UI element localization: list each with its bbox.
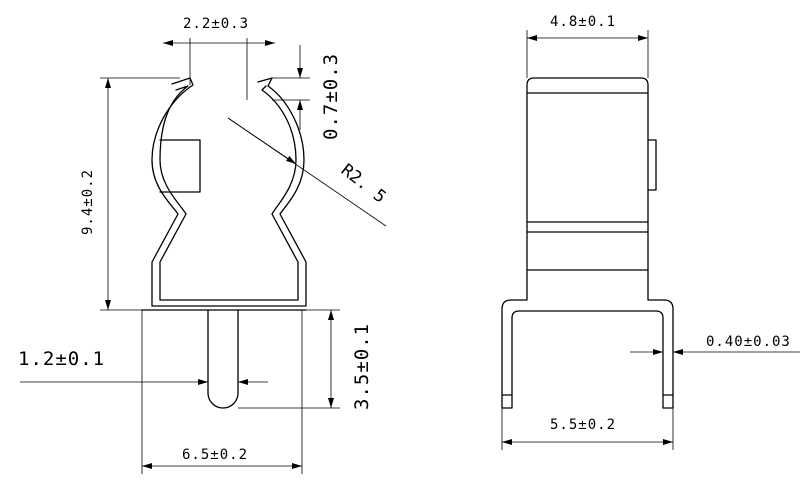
dim-base-width-label: 6.5±0.2: [182, 447, 248, 463]
dim-top-gap-label: 2.2±0.3: [183, 16, 249, 32]
dim-tab-height-label: 0.7±0.3: [320, 53, 342, 140]
pin: [207, 309, 239, 409]
clip-inner-contour: [159, 85, 299, 301]
dim-pin-length-label: 3.5±0.1: [351, 323, 373, 410]
side-body-upper: [526, 77, 649, 271]
side-leg-frame: [501, 269, 674, 409]
clip-outer-contour: [151, 77, 307, 307]
dim-radius-label: R2. 5: [337, 160, 390, 207]
dim-total-height-label: 9.4±0.2: [80, 169, 96, 235]
front-view: 2.2±0.3 0.7±0.3 R2. 5 9.4±0.2 1.2±0.1 3.…: [18, 16, 390, 474]
inner-tab: [159, 139, 201, 193]
dim-leg-span-label: 5.5±0.2: [550, 417, 616, 433]
side-view: 4.8±0.1 0.40±0.03 5.5±0.2: [501, 14, 800, 450]
side-tab: [647, 139, 657, 191]
dim-thickness-label: 0.40±0.03: [706, 334, 791, 350]
dim-pin-diameter-label: 1.2±0.1: [18, 348, 105, 370]
dim-side-width-label: 4.8±0.1: [550, 14, 616, 30]
